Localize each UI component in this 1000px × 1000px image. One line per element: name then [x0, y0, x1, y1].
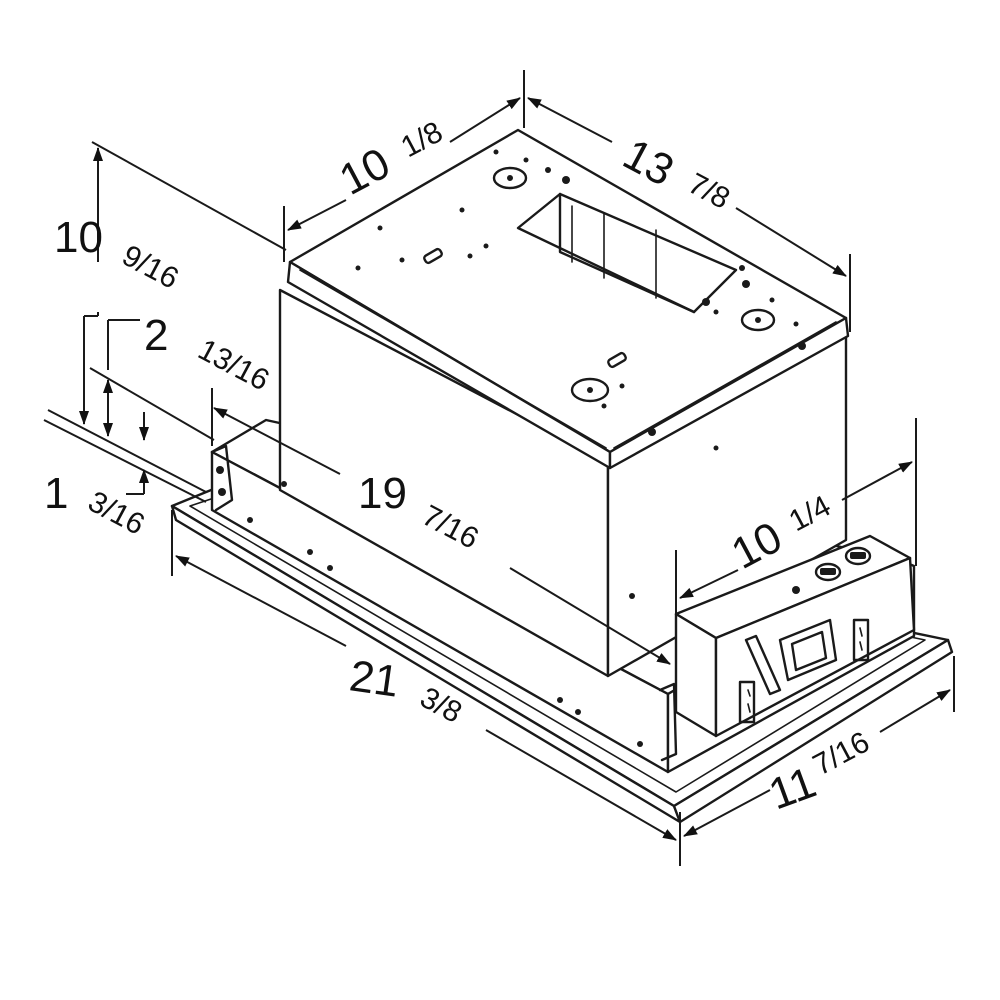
junction-box — [674, 534, 916, 738]
dim-overall-height-frac: 9/16 — [117, 239, 184, 296]
power-connector — [778, 618, 838, 682]
right-mounting-bracket — [658, 682, 678, 762]
dim-step-height: 2 13/16 — [89, 311, 275, 441]
dim-top-width-whole: 13 — [615, 130, 681, 196]
dim-top-depth-frac: 1/8 — [396, 115, 448, 164]
knockout-circle — [570, 377, 610, 403]
cord-clamp — [744, 634, 782, 696]
lid-side-rim — [608, 316, 850, 470]
dim-flange-height-whole: 1 — [44, 469, 68, 518]
knockout-circle — [492, 166, 528, 190]
blower-box — [278, 128, 850, 678]
terminal-bracket — [738, 680, 756, 724]
terminal-bracket — [852, 618, 870, 662]
slot — [423, 247, 443, 265]
dim-overall-length-whole: 21 — [347, 651, 402, 706]
dim-top-width-frac: 7/8 — [683, 167, 735, 216]
dim-overall-depth-whole: 11 — [763, 758, 823, 820]
electrical-knockout — [844, 546, 872, 566]
electrical-knockout — [814, 562, 842, 582]
dim-body-length-whole: 19 — [358, 469, 407, 518]
bracket-hole — [218, 488, 226, 496]
flange-side-edge — [672, 638, 954, 824]
junction-box-side — [714, 556, 916, 738]
slot — [607, 351, 627, 369]
knockout-circle — [740, 308, 776, 332]
left-mounting-bracket — [210, 444, 234, 512]
dim-overall-height-whole: 10 — [54, 213, 103, 262]
dim-top-depth-whole: 10 — [332, 139, 398, 205]
dim-step-height-frac: 13/16 — [193, 333, 275, 397]
dim-step-height-whole: 2 — [144, 311, 168, 360]
bracket-hole — [216, 466, 224, 474]
duct-interior — [558, 192, 696, 314]
